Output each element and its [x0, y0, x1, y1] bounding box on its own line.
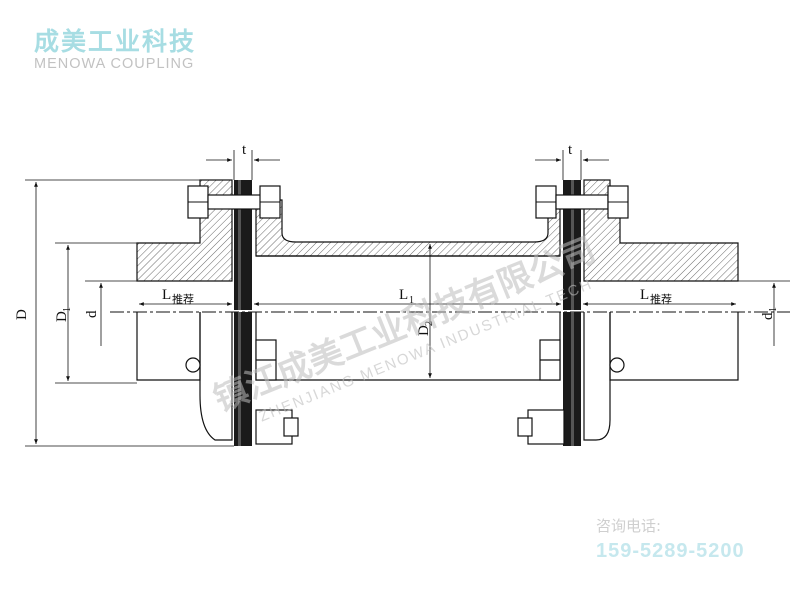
right-hub-section [583, 199, 739, 282]
logo-name-en: MENOWA COUPLING [34, 56, 195, 72]
dim-D2: D 2 [416, 321, 435, 336]
dim-t-right: t [568, 142, 573, 158]
dim-D: D [14, 309, 30, 320]
left-bolt-top [187, 185, 281, 219]
contact-phone: 159-5289-5200 [596, 540, 745, 562]
svg-text:1: 1 [409, 295, 414, 306]
svg-text:2: 2 [424, 321, 435, 326]
dim-L-right: L 推荐 [640, 287, 672, 306]
svg-text:1: 1 [62, 307, 73, 312]
dim-L-left: L 推荐 [162, 287, 194, 306]
dim-d: d [84, 310, 100, 318]
left-bolt-lower [185, 339, 299, 445]
svg-text:推荐: 推荐 [172, 292, 194, 306]
right-hub-outline [609, 312, 739, 381]
svg-text:L: L [162, 287, 171, 303]
svg-text:L: L [640, 287, 649, 303]
svg-text:D: D [54, 311, 70, 322]
svg-text:L: L [399, 287, 408, 303]
contact-label: 咨询电话: [596, 517, 662, 535]
contact-info: 咨询电话: 159-5289-5200 [596, 515, 745, 563]
svg-text:1: 1 [768, 307, 779, 312]
company-logo: 成美工业科技 MENOWA COUPLING [34, 22, 196, 72]
dim-D1: D 1 [54, 307, 73, 322]
watermark: 镇江成美工业科技有限公司 ZHENJIANG MENOWA INDUSTRIAL… [208, 230, 601, 425]
svg-text:D: D [416, 325, 432, 336]
svg-text:镇江成美工业科技有限公司: 镇江成美工业科技有限公司 [208, 230, 601, 420]
dim-L1: L 1 [399, 287, 414, 306]
svg-text:d: d [760, 312, 776, 320]
logo-name-cn: 成美工业科技 [34, 27, 197, 56]
svg-text:推荐: 推荐 [650, 292, 672, 306]
dim-d1: d 1 [760, 307, 779, 320]
right-bolt-top [535, 185, 629, 219]
spacer-section [255, 199, 561, 257]
left-hub-section [136, 199, 233, 282]
right-bolt-lower [517, 339, 625, 445]
dim-t-left: t [242, 142, 247, 158]
